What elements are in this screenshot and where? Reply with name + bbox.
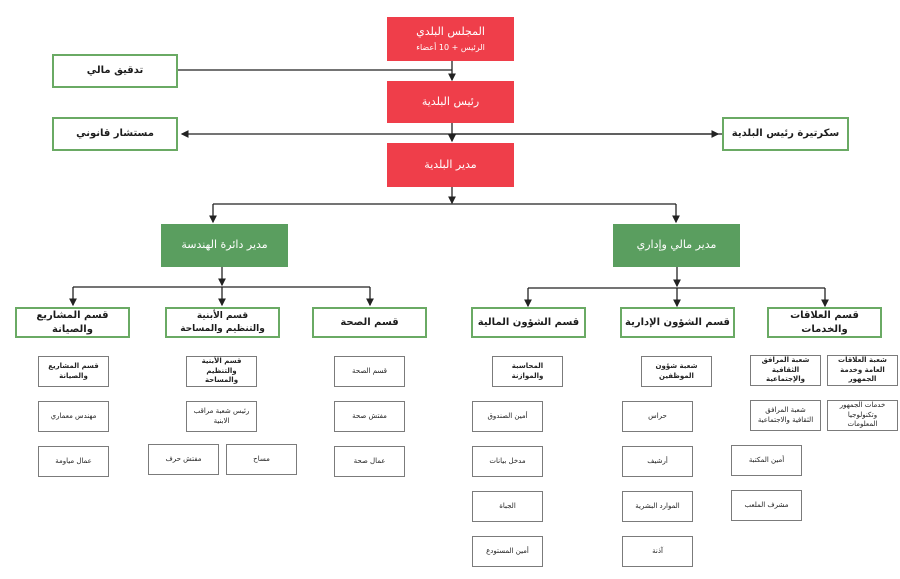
unit-label: شعبة المرافق الثقافية والاجتماعية [757, 406, 814, 424]
unit-node[interactable]: مفتش حرف [148, 444, 219, 475]
unit-label: أرشيف [647, 456, 668, 465]
health-department-node[interactable]: قسم الصحة [312, 307, 427, 338]
unit-label: عمال مياومة [55, 456, 92, 465]
unit-node[interactable]: الجباة [472, 491, 543, 522]
unit-node[interactable]: مدخل بيانات [472, 446, 543, 477]
unit-node[interactable]: حراس [622, 401, 693, 432]
engineering-manager-label: مدير دائرة الهندسة [181, 238, 268, 252]
unit-label: رئيس شعبة مراقب الابنية [193, 407, 250, 425]
mayor-secretary-label: سكرتيرة رئيس البلدية [731, 128, 840, 140]
unit-label: شعبة المرافق الثقافية والإجتماعية [761, 356, 810, 384]
unit-node[interactable]: قسم الصحة [334, 356, 405, 387]
projects-department-label: قسم المشاريع والصيانة [36, 310, 109, 335]
council-subtitle: الرئيس + 10 أعضاء [416, 42, 485, 52]
unit-label: مدخل بيانات [489, 456, 526, 465]
unit-label: حراس [648, 411, 667, 420]
unit-node[interactable]: خدمات الجمهور وتكنولوجيا المعلومات [827, 400, 898, 431]
unit-node[interactable]: قسم الأبنية والتنظيم والمساحة [186, 356, 257, 387]
financial-audit-label: تدقيق مالي [86, 65, 144, 77]
unit-label: قسم الأبنية والتنظيم والمساحة [201, 357, 242, 385]
unit-label: المحاسبة والموازنة [511, 362, 544, 380]
projects-department-node[interactable]: قسم المشاريع والصيانة [15, 307, 130, 338]
unit-node[interactable]: شعبة المرافق الثقافية والاجتماعية [750, 400, 821, 431]
unit-node[interactable]: مساح [226, 444, 297, 475]
unit-label: عمال صحة [353, 456, 386, 465]
municipal-director-node[interactable]: مدير البلدية [387, 143, 514, 187]
legal-advisor-label: مستشار قانوني [76, 128, 154, 140]
mayor-secretary-node[interactable]: سكرتيرة رئيس البلدية [722, 117, 849, 151]
financial-affairs-department-label: قسم الشؤون المالية [477, 316, 580, 328]
buildings-department-label-1: قسم الأبنية [196, 311, 249, 322]
unit-label: مشرف الملعب [744, 500, 789, 509]
relations-services-department-node[interactable]: قسم العلاقات والخدمات [767, 307, 882, 338]
mayor-label: رئيس البلدية [421, 94, 480, 108]
buildings-department-node[interactable]: قسم الأبنية والتنظيم والمساحة [165, 307, 280, 338]
unit-node[interactable]: مفتش صحة [334, 401, 405, 432]
finance-admin-manager-label: مدير مالي وإداري [636, 238, 717, 252]
relations-services-department-label: قسم العلاقات والخدمات [790, 310, 859, 335]
unit-node[interactable]: شعبة العلاقات العامة وخدمة الجمهور [827, 355, 898, 386]
unit-label: الموارد البشرية [635, 501, 680, 510]
administrative-affairs-department-label: قسم الشؤون الإدارية [625, 316, 730, 328]
unit-label: شعبة العلاقات العامة وخدمة الجمهور [838, 356, 887, 384]
unit-node[interactable]: عمال صحة [334, 446, 405, 477]
unit-label: الجباة [499, 501, 516, 510]
unit-node[interactable]: آذنة [622, 536, 693, 567]
unit-node[interactable]: مشرف الملعب [731, 490, 802, 521]
council-title: المجلس البلدي [416, 24, 485, 38]
unit-node[interactable]: شعبة المرافق الثقافية والإجتماعية [750, 355, 821, 386]
finance-admin-manager-node[interactable]: مدير مالي وإداري [613, 224, 740, 267]
unit-label: مساح [253, 454, 270, 463]
unit-node[interactable]: أرشيف [622, 446, 693, 477]
unit-node[interactable]: أمين الصندوق [472, 401, 543, 432]
engineering-manager-node[interactable]: مدير دائرة الهندسة [161, 224, 288, 267]
unit-node[interactable]: أمين المستودع [472, 536, 543, 567]
unit-label: أمين المكتبة [748, 455, 785, 464]
unit-node[interactable]: عمال مياومة [38, 446, 109, 477]
unit-label: قسم المشاريع والصيانة [48, 362, 99, 380]
unit-node[interactable]: أمين المكتبة [731, 445, 802, 476]
unit-node[interactable]: مهندس معماري [38, 401, 109, 432]
unit-node[interactable]: شعبة شؤون الموظفين [641, 356, 712, 387]
unit-node[interactable]: قسم المشاريع والصيانة [38, 356, 109, 387]
buildings-department-label-2: والتنظيم والمساحة [180, 323, 265, 334]
financial-audit-node[interactable]: تدقيق مالي [52, 54, 178, 88]
unit-label: قسم الصحة [352, 366, 387, 375]
unit-label: مفتش حرف [165, 454, 202, 463]
director-label: مدير البلدية [424, 157, 477, 171]
unit-node[interactable]: رئيس شعبة مراقب الابنية [186, 401, 257, 432]
municipal-council-node[interactable]: المجلس البلدي الرئيس + 10 أعضاء [387, 17, 514, 61]
unit-node[interactable]: الموارد البشرية [622, 491, 693, 522]
financial-affairs-department-node[interactable]: قسم الشؤون المالية [471, 307, 586, 338]
unit-label: مفتش صحة [352, 411, 387, 420]
unit-node[interactable]: المحاسبة والموازنة [492, 356, 563, 387]
legal-advisor-node[interactable]: مستشار قانوني [52, 117, 178, 151]
unit-label: خدمات الجمهور وتكنولوجيا المعلومات [839, 401, 886, 429]
administrative-affairs-department-node[interactable]: قسم الشؤون الإدارية [620, 307, 735, 338]
mayor-node[interactable]: رئيس البلدية [387, 81, 514, 123]
unit-label: أمين المستودع [486, 546, 529, 555]
unit-label: مهندس معماري [50, 411, 97, 420]
health-department-label: قسم الصحة [340, 316, 399, 328]
unit-label: أمين الصندوق [487, 411, 528, 420]
unit-label: آذنة [652, 546, 663, 555]
unit-label: شعبة شؤون الموظفين [655, 362, 698, 380]
